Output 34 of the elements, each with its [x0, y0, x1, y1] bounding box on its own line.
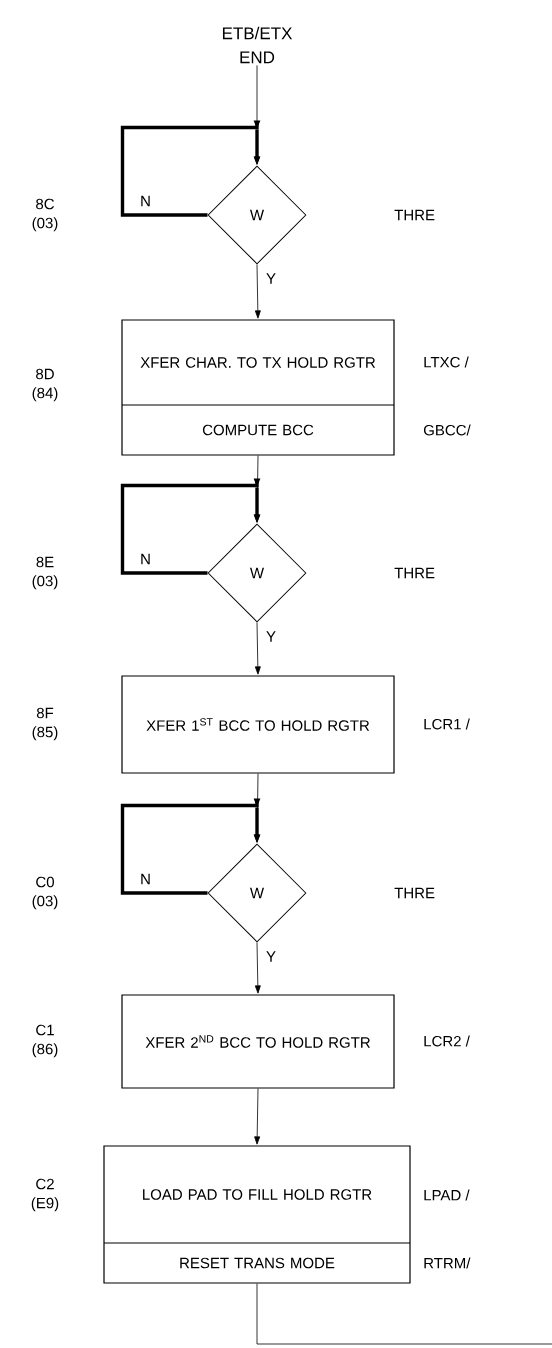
address-label: 8D (84) — [32, 368, 58, 402]
process-box: XFER 2$^{ND}$ BCC TO HOLD RGTR — [121, 994, 395, 1089]
arrow — [254, 1088, 261, 1145]
routine-label: LCR1 / — [424, 718, 470, 730]
process-box: XFER CHAR. TO TX HOLD RGTR COMPUTE BCC — [121, 319, 395, 456]
loop-arrow — [120, 478, 261, 575]
address-label: C0 (03) — [32, 876, 58, 910]
address-label: 8C (03) — [32, 198, 58, 232]
process-box: XFER 1$^{ST}$ BCC TO HOLD RGTR — [121, 675, 395, 774]
arrow — [254, 622, 261, 675]
edge-label: Y — [265, 630, 277, 643]
routine-label: LPAD / — [424, 1189, 470, 1201]
start-label: ETB/ETX END — [222, 26, 293, 64]
routine-label: THRE — [394, 567, 435, 579]
loop-arrow — [120, 120, 261, 217]
edge-label: N — [139, 872, 152, 886]
arrow — [254, 942, 261, 994]
edge-label: N — [139, 552, 152, 566]
edge-label: Y — [265, 272, 277, 285]
loop-arrow — [120, 798, 261, 895]
edge-label: Y — [265, 950, 277, 963]
routine-label: GBCC/ — [423, 424, 471, 436]
address-label: 8E (03) — [32, 556, 58, 590]
address-label: C1 (86) — [32, 1024, 58, 1058]
routine-label: LTXC / — [424, 356, 469, 368]
address-label: 8F (85) — [32, 707, 58, 741]
routine-label: THRE — [394, 887, 435, 899]
address-label: C2 (E9) — [31, 1178, 59, 1212]
routine-label: THRE — [394, 209, 435, 221]
edge-label: N — [139, 194, 152, 208]
routine-label: LCR2 / — [424, 1035, 470, 1047]
arrow — [254, 264, 261, 319]
process-box: LOAD PAD TO FILL HOLD RGTR RESET TRANS MODE — [103, 1145, 411, 1284]
routine-label: RTRM/ — [424, 1257, 471, 1269]
